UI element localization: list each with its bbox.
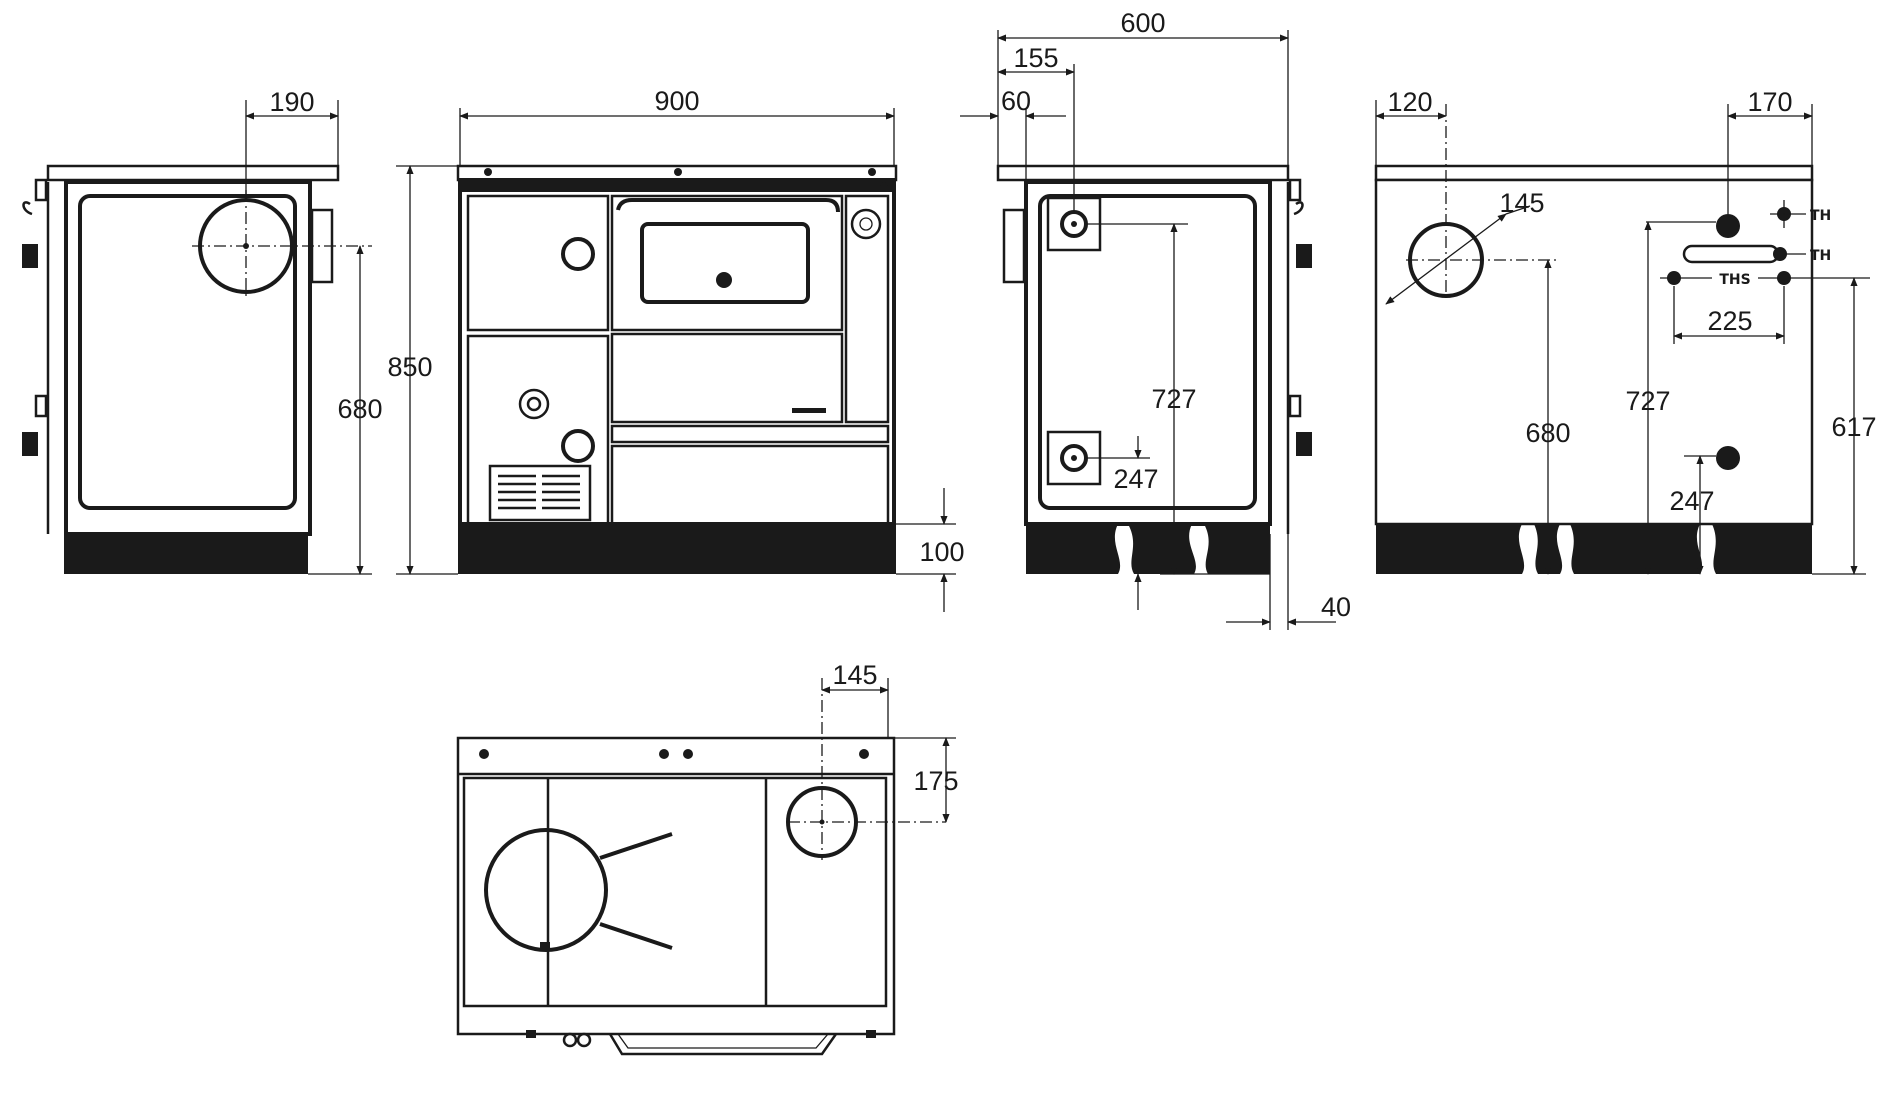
- dim-600: 600: [997, 8, 1289, 166]
- dim-727-back: 727: [1625, 221, 1671, 575]
- dim-190: 190: [245, 87, 339, 196]
- left-side-view: 190 680: [22, 87, 383, 575]
- dim-label: 155: [1013, 43, 1058, 73]
- dim-145-top: 145: [821, 660, 889, 738]
- ash-door: [466, 334, 610, 526]
- dim-label: 247: [1113, 464, 1158, 494]
- label-th-1: TH: [1810, 208, 1831, 224]
- dim-label: 617: [1831, 412, 1876, 442]
- label-ths: THS: [1719, 272, 1750, 288]
- brand-badge-icon: [792, 408, 826, 413]
- thermostat-dial-icon: [518, 388, 550, 420]
- dim-900: 900: [459, 86, 895, 166]
- right-side-view: 600 155 60 727 247 40: [960, 8, 1351, 630]
- dim-label: 40: [1321, 592, 1351, 622]
- front-rail: [526, 1030, 876, 1056]
- door-hinge-icon: [1286, 178, 1312, 534]
- dim-label: 727: [1151, 384, 1196, 414]
- door-hinge-icon: [22, 178, 50, 534]
- dim-label: 680: [337, 394, 382, 424]
- oven-door: [610, 194, 844, 332]
- temperature-gauge-icon: [850, 208, 882, 240]
- flue-outlet-icon: [192, 190, 372, 300]
- label-th-2: TH: [1810, 248, 1831, 264]
- thermostat-well-icon: TH: [1682, 244, 1831, 264]
- dim-label: 170: [1747, 87, 1792, 117]
- dim-100: 100: [896, 488, 965, 612]
- dim-60: 60: [960, 86, 1066, 182]
- dim-40: 40: [1226, 534, 1351, 630]
- dim-label: 600: [1120, 8, 1165, 38]
- dim-120: 120: [1375, 87, 1447, 166]
- front-view: 900 850 100: [387, 86, 965, 612]
- connector-top-icon: [1646, 214, 1740, 238]
- hotplate-icon: [484, 828, 673, 952]
- dim-247-right: 247: [1113, 436, 1159, 610]
- dim-170: 170: [1727, 87, 1813, 214]
- dim-680-left: 680: [308, 245, 383, 575]
- dim-label: 100: [919, 537, 964, 567]
- dim-175: 175: [894, 737, 959, 823]
- sensor-ths-icon: THS: [1660, 271, 1870, 288]
- dim-label: 225: [1707, 306, 1752, 336]
- dim-727-right: 727: [1151, 223, 1270, 575]
- dim-label: 900: [654, 86, 699, 116]
- dim-label: 60: [1001, 86, 1031, 116]
- dim-label: 850: [387, 352, 432, 382]
- dim-label: 175: [913, 766, 958, 796]
- dim-617: 617: [1812, 277, 1877, 575]
- fire-door: [466, 194, 610, 332]
- dim-680-back: 680: [1525, 259, 1571, 575]
- dim-225: 225: [1673, 286, 1785, 344]
- dim-label: 145: [832, 660, 877, 690]
- dim-145-back: 145: [1499, 188, 1544, 218]
- flue-outlet-top-icon: [786, 678, 946, 860]
- dim-label: 680: [1525, 418, 1570, 448]
- back-view: TH TH THS 120 170 145: [1374, 87, 1877, 575]
- water-connection-lower-icon: [1046, 430, 1150, 486]
- dim-label: 247: [1669, 486, 1714, 516]
- dim-247-back: 247: [1669, 455, 1715, 575]
- dim-155: 155: [997, 43, 1075, 212]
- sensor-th-icon: TH: [1770, 200, 1831, 228]
- dim-label: 727: [1625, 386, 1670, 416]
- dim-label: 190: [269, 87, 314, 117]
- dim-label: 120: [1387, 87, 1432, 117]
- dim-850: 850: [387, 165, 458, 575]
- flue-outlet-back-icon: [1385, 104, 1560, 305]
- top-view: 145 175: [456, 660, 959, 1056]
